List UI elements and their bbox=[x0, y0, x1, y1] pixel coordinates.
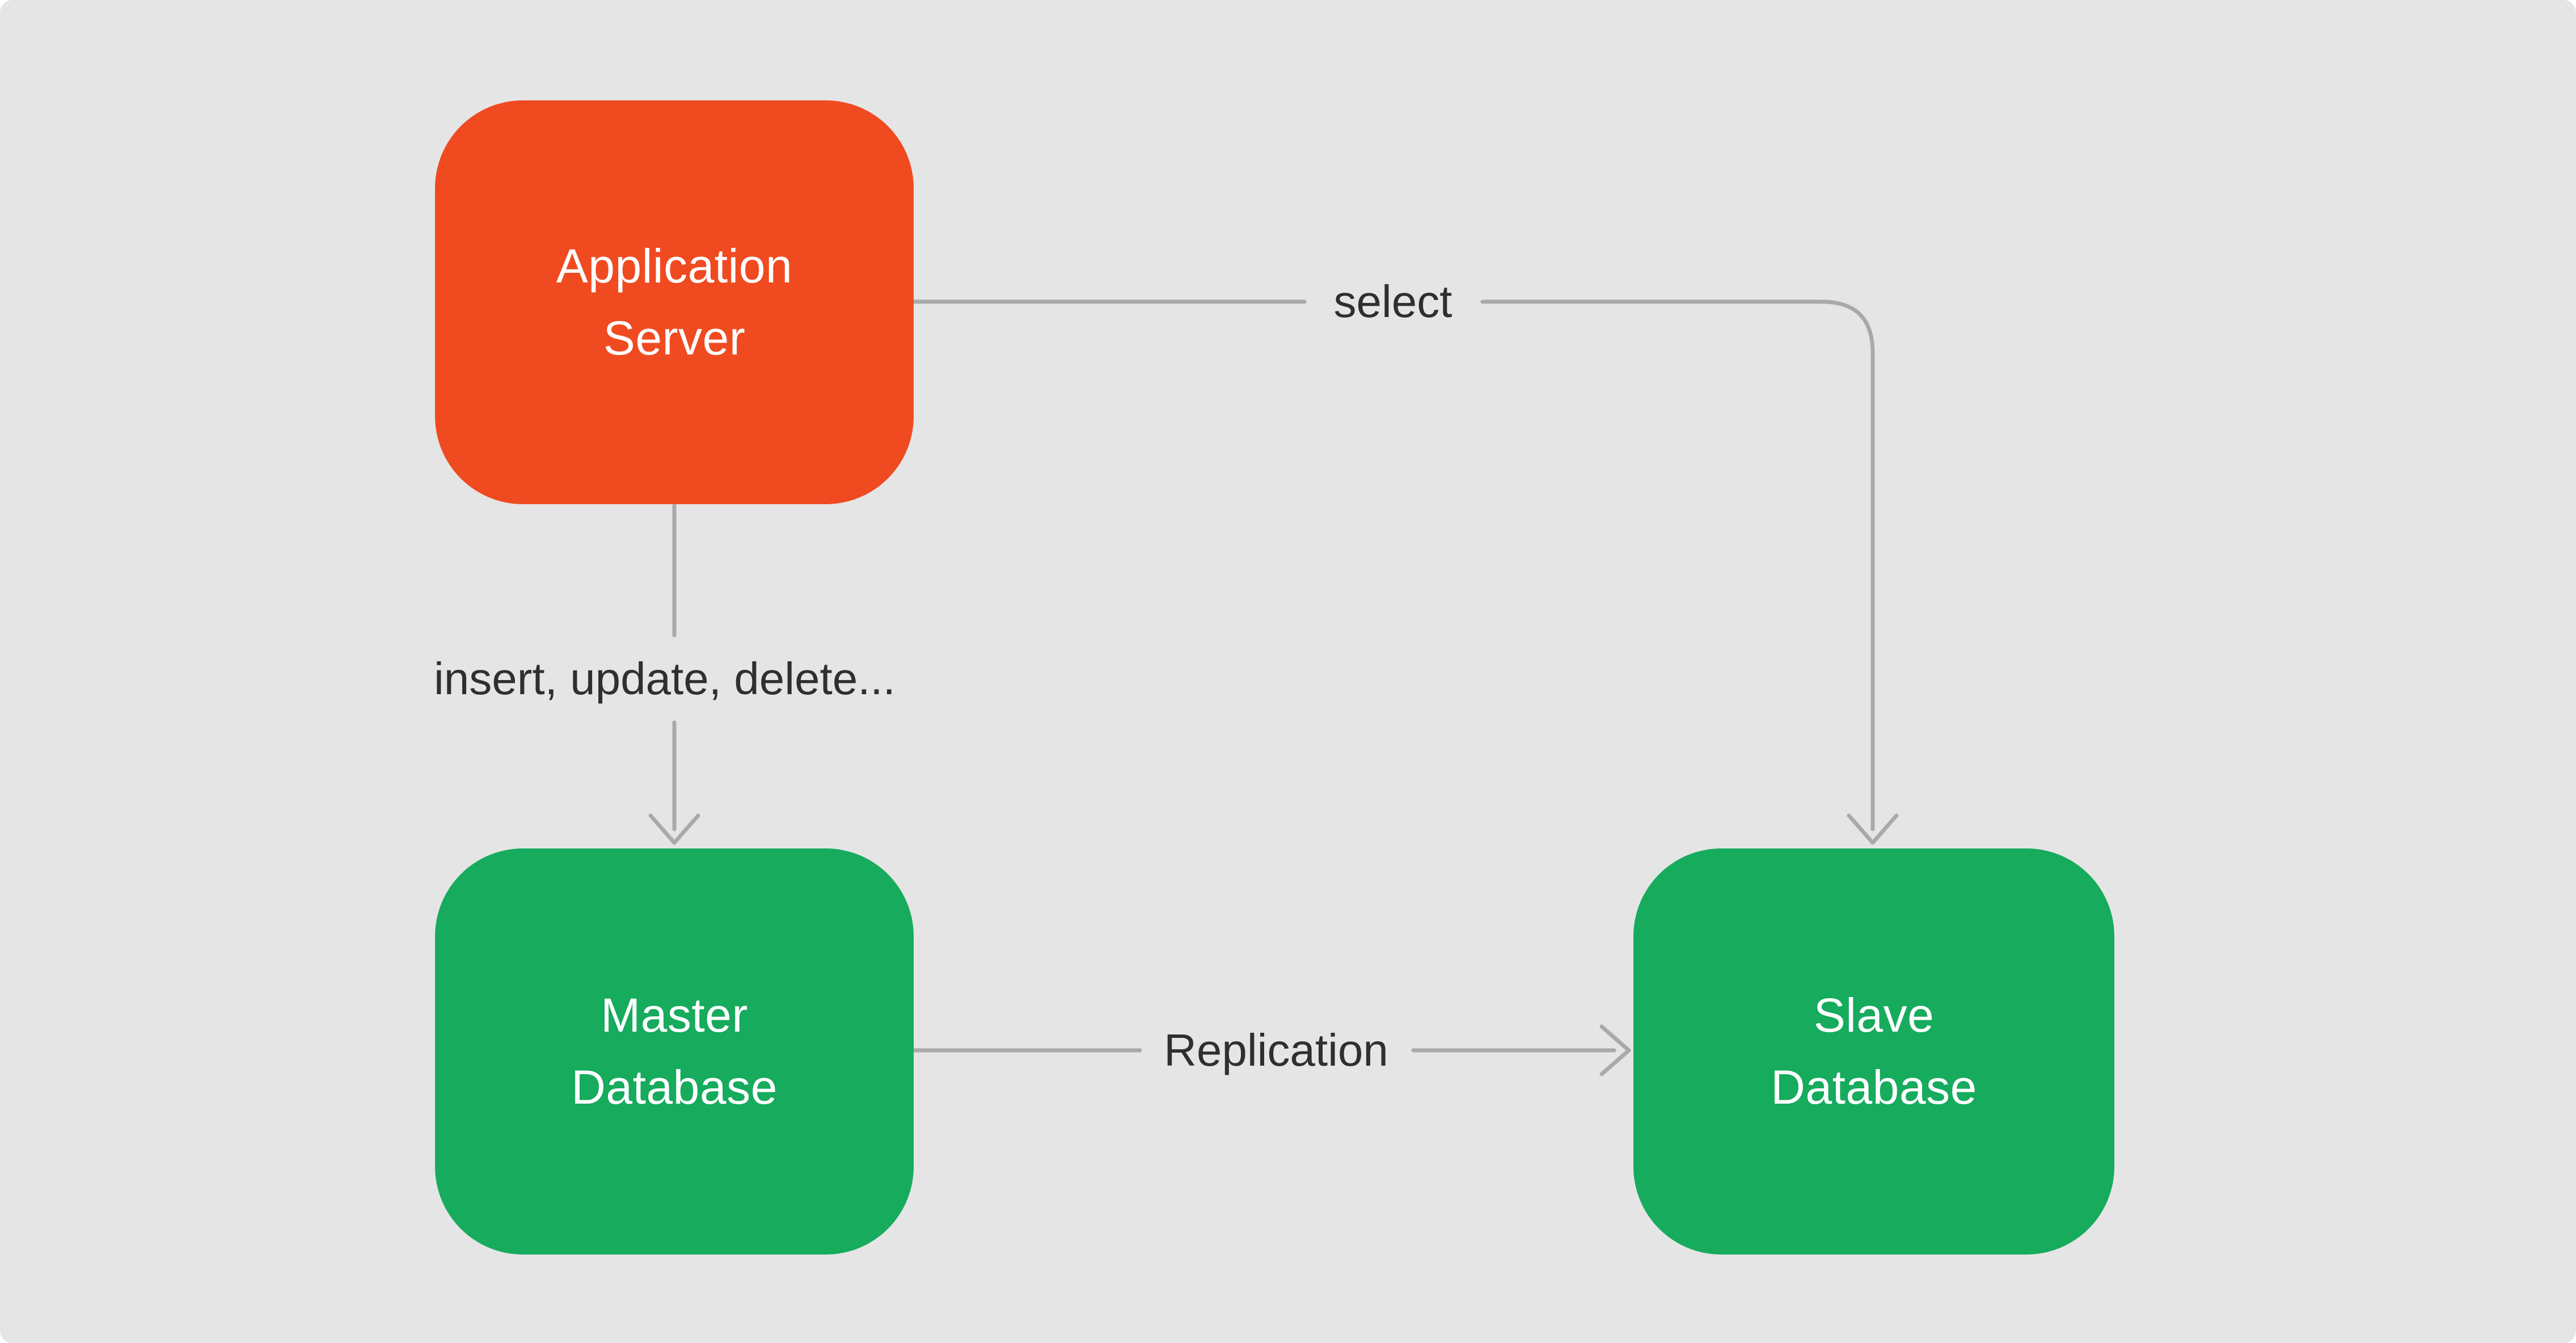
edge-label-replication: Replication bbox=[1164, 1025, 1388, 1075]
node-label-line: Application bbox=[556, 239, 793, 293]
node-label-line: Server bbox=[603, 311, 746, 365]
node-label-line: Database bbox=[571, 1061, 778, 1114]
edge-label-insert-update-delete: insert, update, delete... bbox=[434, 653, 896, 704]
node-master-database: Master Database bbox=[435, 848, 914, 1255]
node-application-server: Application Server bbox=[435, 100, 914, 504]
select-arrow bbox=[912, 299, 1899, 845]
edge-label-select: select bbox=[1333, 276, 1452, 327]
node-slave-database: Slave Database bbox=[1633, 848, 2114, 1255]
node-label-line: Database bbox=[1771, 1061, 1977, 1114]
node-label-line: Master bbox=[601, 989, 748, 1042]
node-label-line: Slave bbox=[1813, 989, 1935, 1042]
